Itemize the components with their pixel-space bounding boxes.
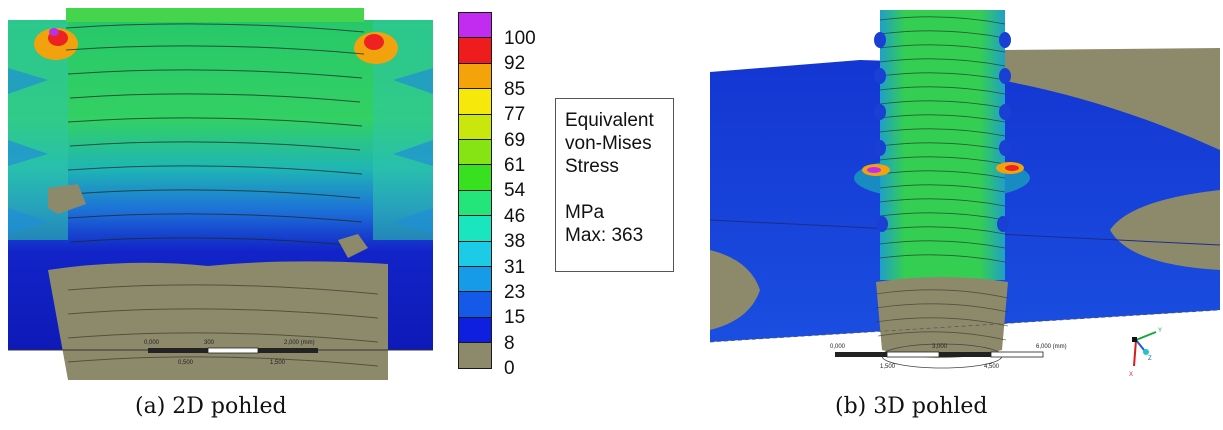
triad-z-label: Z: [1148, 356, 1152, 362]
info-max: Max: 363: [565, 225, 644, 246]
legend-label: 31: [504, 256, 526, 278]
legend-swatch: [458, 215, 492, 242]
info-line-3: Stress: [565, 156, 619, 177]
legend-swatch: [458, 113, 492, 140]
scale-a-label-3: 0,500: [178, 360, 194, 366]
legend-swatch: [458, 12, 492, 39]
fea-3d-view: 0,000 3,000 6,000 (mm) 1,500 4,500 Y Z X: [710, 10, 1220, 382]
legend-label: 92: [504, 53, 526, 75]
fea-2d-plot: 0,000 300 2,000 (mm) 0,500 1,500: [8, 8, 433, 380]
info-unit: MPa: [565, 202, 605, 223]
thread-lines: [65, 23, 365, 247]
caption-2d: (a) 2D pohled: [135, 394, 287, 419]
legend-label: 15: [504, 307, 526, 329]
caption-3d: (b) 3D pohled: [835, 394, 988, 419]
legend-swatch: [458, 139, 492, 166]
bolt: [880, 10, 1005, 280]
axis-triad: Y Z X: [1129, 328, 1162, 378]
fea-3d-plot: 0,000 3,000 6,000 (mm) 1,500 4,500 Y Z X: [710, 10, 1220, 378]
legend-swatch: [458, 266, 492, 293]
scale-b-label-0: 0,000: [830, 344, 846, 350]
legend-swatch: [458, 240, 492, 267]
scale-b-label-2: 6,000 (mm): [1036, 344, 1067, 350]
legend-label: 100: [504, 28, 536, 49]
legend-label: 8: [504, 332, 515, 354]
legend-label: 46: [504, 205, 526, 227]
legend-label: 23: [504, 282, 526, 303]
legend-swatch: [458, 316, 492, 344]
legend-swatch: [458, 62, 492, 90]
scale-b-label-1: 3,000: [932, 344, 948, 350]
scale-bar-b: 0,000 3,000 6,000 (mm) 1,500 4,500: [830, 344, 1067, 370]
scale-bar-a: 0,000 300 2,000 (mm) 0,500 1,500: [144, 340, 318, 366]
info-line-1: Equivalent: [565, 110, 654, 131]
legend-label: 54: [504, 180, 526, 202]
legend-label: 69: [504, 129, 526, 151]
legend-swatch: [458, 88, 492, 115]
legend-swatch: [458, 291, 492, 318]
legend-label: 61: [504, 155, 526, 176]
legend-label: 85: [504, 78, 526, 100]
scale-a-label-4: 1,500: [270, 360, 286, 366]
legend-label: 77: [504, 104, 526, 126]
scale-a-label-0: 0,000: [144, 340, 160, 346]
legend-label: 38: [504, 231, 526, 253]
scale-b-label-4: 4,500: [984, 364, 1000, 370]
bolt-threads: [879, 16, 1006, 263]
scale-b-label-3: 1,500: [880, 364, 896, 370]
triad-x-label: X: [1129, 372, 1133, 378]
legend-swatch: [458, 164, 492, 191]
legend-swatch: [458, 189, 492, 217]
stress-legend: 100 92 85 77 69 61 54 46 38 31 23 15 8 0: [458, 12, 536, 378]
legend-label: 0: [504, 358, 515, 380]
triad-y-label: Y: [1158, 328, 1162, 334]
legend-swatch: [458, 342, 492, 369]
fea-2d-view: 0,000 300 2,000 (mm) 0,500 1,500: [8, 8, 433, 380]
scale-a-label-2: 2,000 (mm): [284, 340, 315, 346]
scale-a-label-1: 300: [204, 340, 215, 346]
legend-swatch: [458, 37, 492, 64]
info-line-2: von-Mises: [565, 133, 652, 154]
legend-info-box: Equivalent von-Mises Stress MPa Max: 363: [555, 98, 674, 272]
